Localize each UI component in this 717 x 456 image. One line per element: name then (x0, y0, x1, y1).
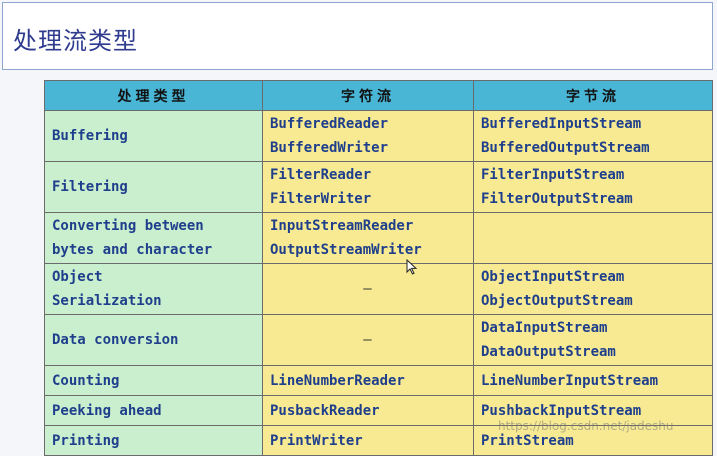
cell-type: Printing (44, 425, 263, 456)
cell-text: FilterOutputStream (481, 191, 633, 207)
cell-text: — (363, 281, 372, 297)
header-character-stream: 字符流 (262, 80, 474, 111)
table-header-row: 处理类型 字符流 字节流 (44, 80, 713, 111)
cell-char: — (262, 263, 474, 315)
cell-text: Printing (52, 432, 120, 449)
cell-text: PrintWriter (270, 432, 363, 449)
cell-text: FilterInputStream (481, 167, 625, 183)
watermark: https://blog.csdn.net/jadeshu (498, 419, 674, 433)
cell-text: ObjectInputStream (481, 269, 625, 285)
cell-text: — (363, 332, 372, 348)
cell-char: LineNumberReader (262, 365, 474, 396)
cell-text: DataInputStream (481, 320, 608, 336)
cell-type: Peeking ahead (44, 395, 263, 426)
slide-title: 处理流类型 (13, 27, 138, 55)
cell-type: Converting between bytes and character (44, 212, 263, 264)
cell-type: Data conversion (44, 314, 263, 366)
cell-char: PusbackReader (262, 395, 474, 426)
cell-byte (473, 212, 713, 264)
slide-title-box: 处理流类型 (2, 2, 713, 70)
cell-text: LineNumberInputStream (481, 372, 659, 389)
cell-text: BufferedWriter (270, 140, 389, 156)
header-processing-type: 处理类型 (44, 80, 263, 111)
cell-text: BufferedReader (270, 116, 389, 132)
mouse-cursor-icon (406, 259, 418, 275)
table-row: Counting LineNumberReader LineNumberInpu… (44, 365, 713, 396)
cell-text: PushbackInputStream (481, 402, 642, 419)
table-row: Peeking ahead PusbackReader PushbackInpu… (44, 395, 713, 426)
cell-text: FilterReader (270, 167, 372, 183)
cell-text: OutputStreamWriter (270, 242, 422, 258)
cell-byte: LineNumberInputStream (473, 365, 713, 396)
cell-text: Serialization (52, 293, 162, 309)
cell-text: BufferedInputStream (481, 116, 642, 132)
table-row: Converting between bytes and character In… (44, 212, 713, 264)
cell-type: Counting (44, 365, 263, 396)
cell-char: PrintWriter (262, 425, 474, 456)
cell-text: Counting (52, 372, 120, 389)
cell-text: Data conversion (52, 332, 179, 348)
cell-text: Peeking ahead (52, 402, 162, 419)
cell-char: — (262, 314, 474, 366)
cell-text: Filtering (52, 179, 128, 195)
cell-text: LineNumberReader (270, 372, 405, 389)
cell-text: PusbackReader (270, 402, 380, 419)
cell-text: DataOutputStream (481, 344, 616, 360)
cell-type: Filtering (44, 161, 263, 213)
cell-text: FilterWriter (270, 191, 372, 207)
cell-text: Object (52, 269, 103, 285)
cell-text: Converting between (52, 218, 204, 234)
cell-type: Buffering (44, 110, 263, 162)
cell-text: BufferedOutputStream (481, 140, 650, 156)
cell-text: bytes and character (52, 242, 213, 258)
header-byte-stream: 字节流 (473, 80, 713, 111)
cell-text: Buffering (52, 128, 128, 144)
cell-text: InputStreamReader (270, 218, 414, 234)
cell-text: ObjectOutputStream (481, 293, 633, 309)
